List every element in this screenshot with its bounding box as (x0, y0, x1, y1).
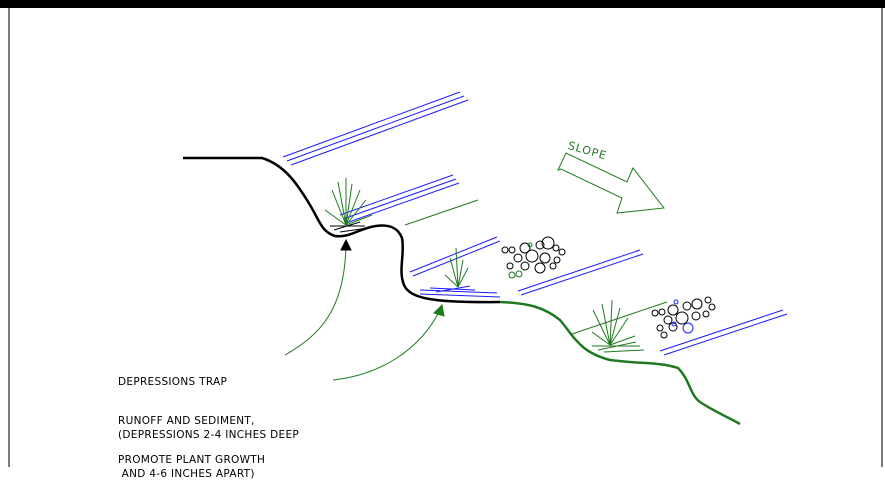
leader-arrowhead-upper (340, 238, 352, 251)
right-frame-border (881, 8, 885, 467)
hatch-lines-bottom (659, 309, 788, 356)
slope-arrow (557, 152, 665, 214)
grass-tuft-lower (591, 299, 645, 353)
slope-roughening-drawing (183, 91, 788, 426)
leader-arrow-lower (332, 309, 441, 381)
hatch-lines-lower (419, 249, 644, 298)
callout-detail-line: AND 4-6 INCHES APART) (118, 468, 255, 480)
ground-profile-upper (183, 156, 501, 304)
callout-note-line: DEPRESSIONS TRAP (118, 376, 228, 388)
leader-arrowhead-lower (433, 303, 445, 317)
hatch-lines-top (282, 91, 469, 166)
top-frame-bar (0, 0, 885, 8)
hatch-lines-mid (339, 174, 460, 224)
callout-note-line: PROMOTE PLANT GROWTH (118, 454, 266, 466)
callout-detail: (DEPRESSIONS 2-4 INCHES DEEP AND 4-6 INC… (118, 403, 299, 494)
callout-detail-line: (DEPRESSIONS 2-4 INCHES DEEP (118, 429, 300, 441)
grass-tuft-upper (324, 178, 373, 233)
left-frame-border (0, 8, 10, 467)
leader-arrow-upper (284, 243, 347, 356)
gravel-cluster-lower (651, 296, 716, 339)
ground-profile-lower (499, 300, 741, 426)
grass-tuft-mid (429, 247, 476, 293)
hatch-line-green-lower (571, 301, 668, 335)
gravel-cluster-upper (501, 236, 566, 279)
callout-note-line: RUNOFF AND SEDIMENT, (118, 415, 255, 427)
hatch-line-green-mid (404, 199, 479, 226)
callout-note: DEPRESSIONS TRAP RUNOFF AND SEDIMENT, PR… (118, 350, 265, 480)
hatch-lines-step (409, 236, 501, 277)
